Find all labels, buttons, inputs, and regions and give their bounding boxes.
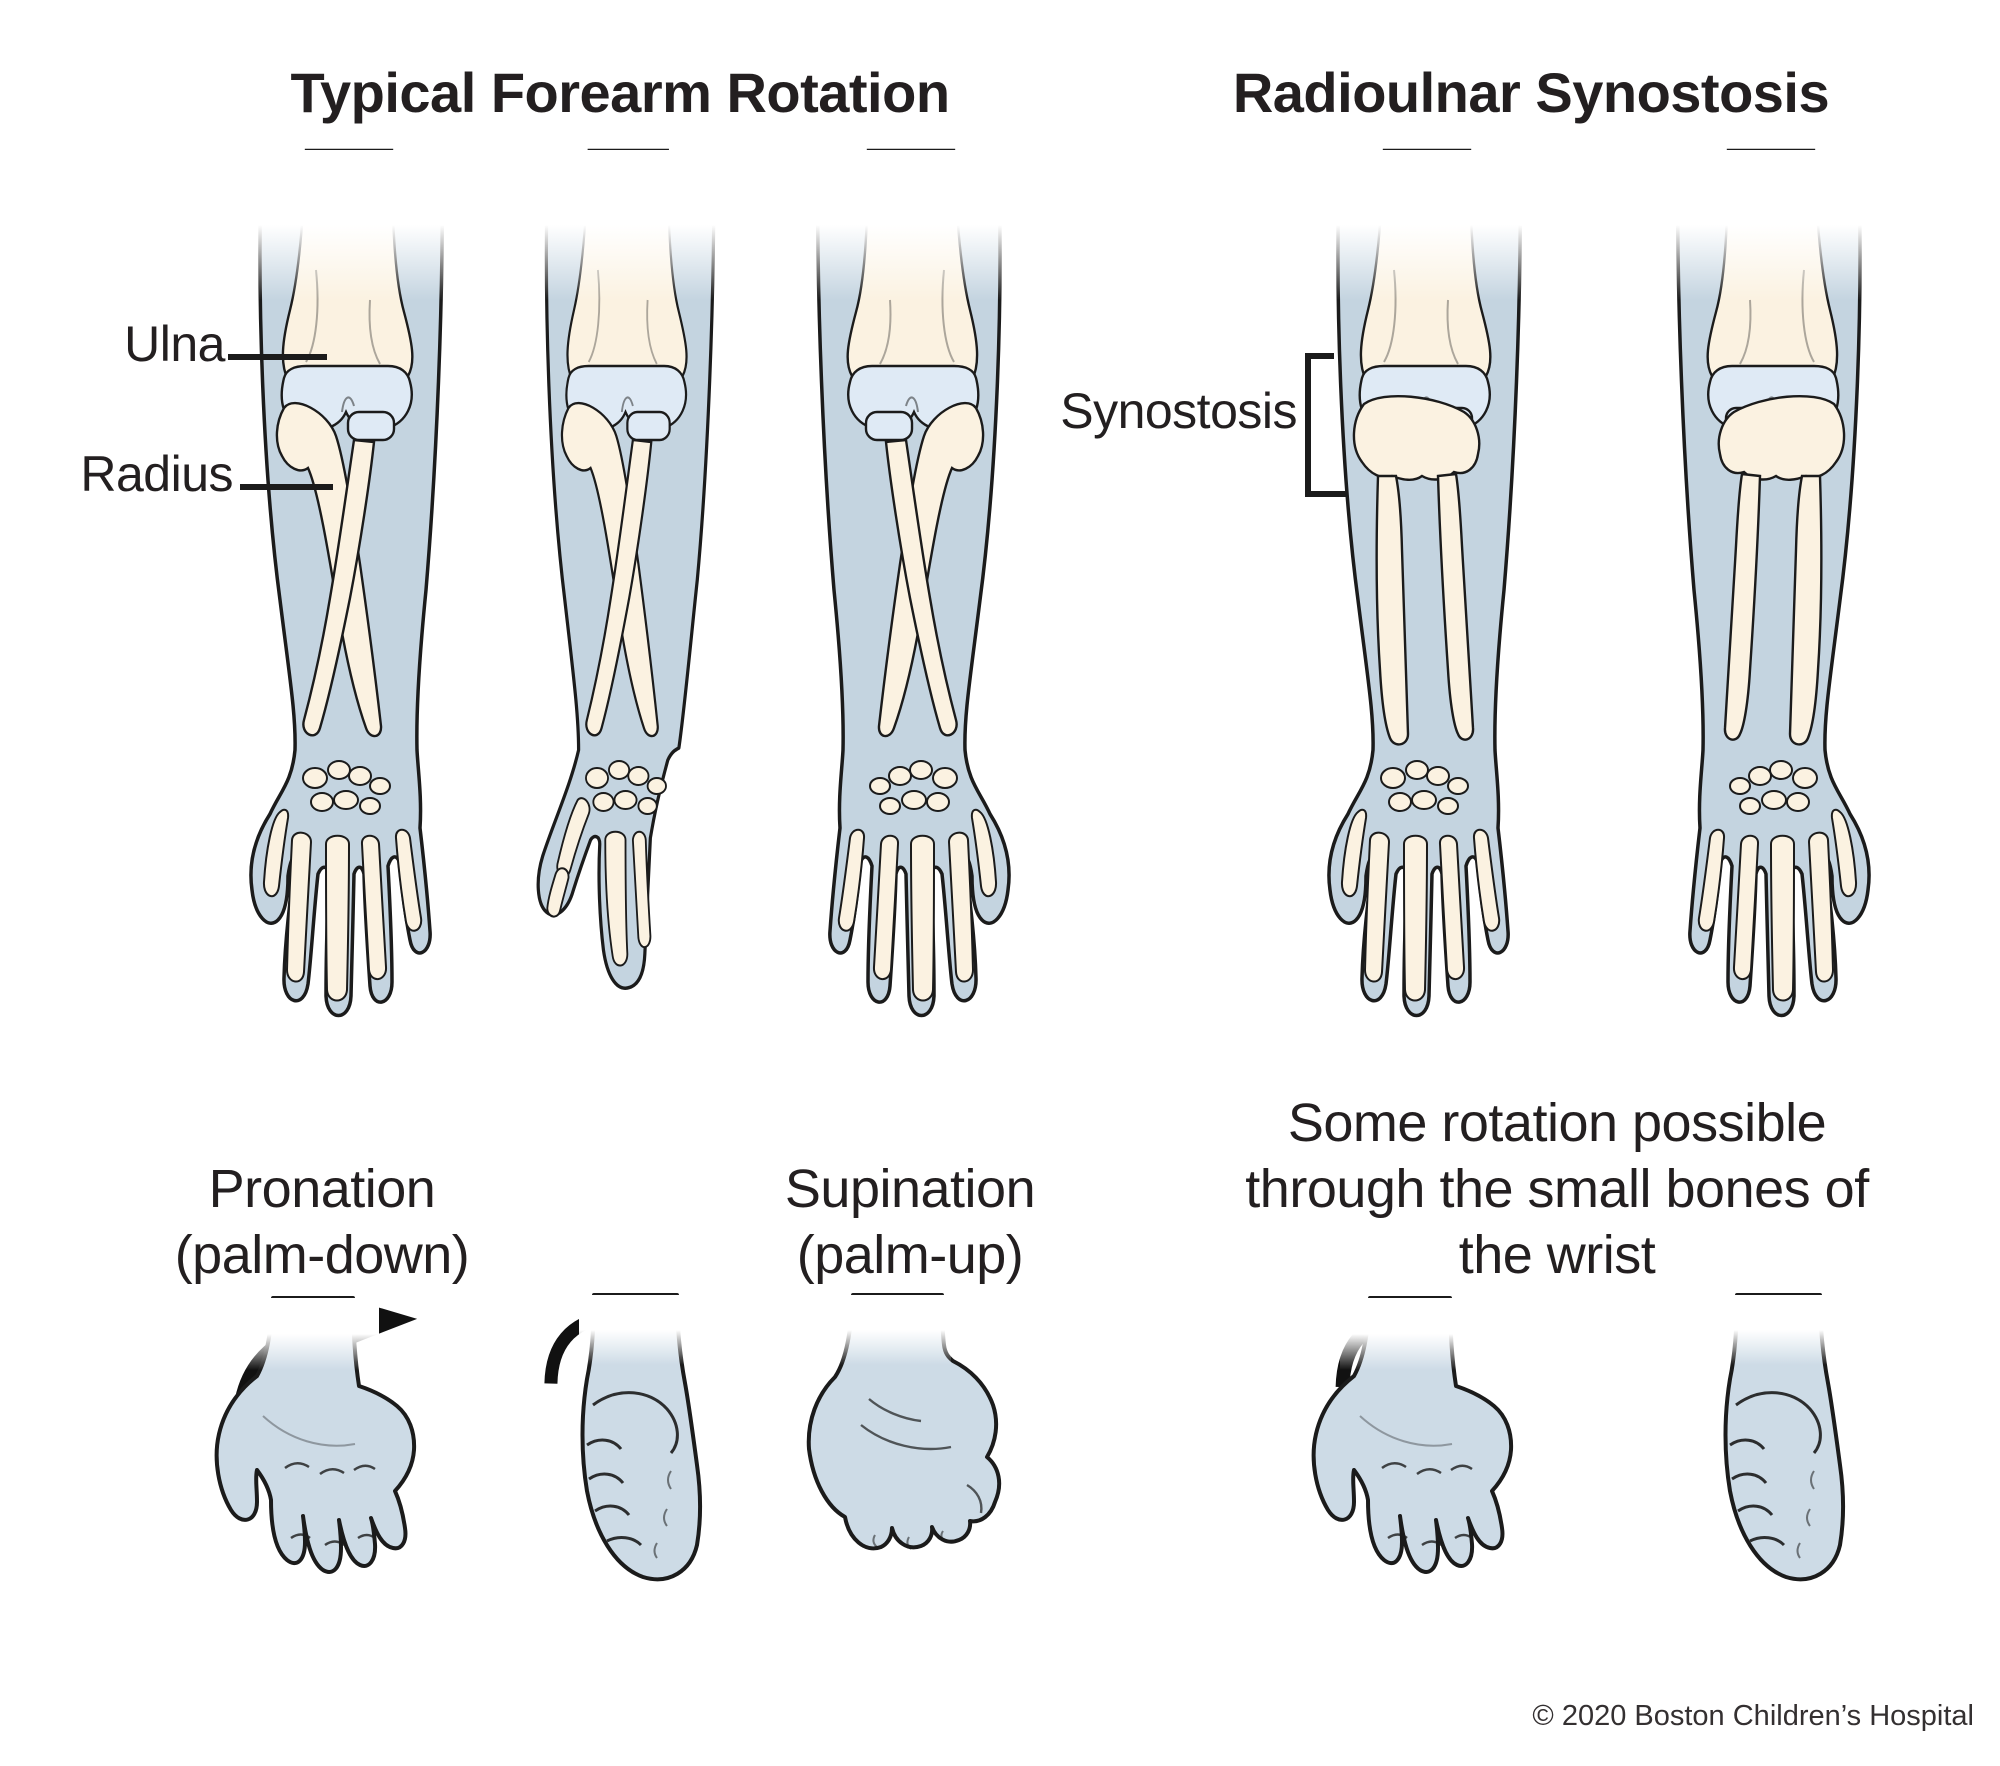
caption-rotation-note: Some rotation possible through the small… — [1177, 1090, 1937, 1288]
rotation-note-line1: Some rotation possible — [1287, 1093, 1827, 1153]
caption-pronation-line1: Pronation — [208, 1159, 436, 1219]
hand-mid-rotation-illustration — [577, 1293, 702, 1582]
synostosis-forearm-front-illustration — [1318, 150, 1538, 1016]
caption-pronation: Pronation (palm-down) — [122, 1156, 522, 1288]
caption-supination: Supination (palm-up) — [710, 1156, 1110, 1288]
synostosis-bracket — [1305, 353, 1346, 497]
forearm-mid-rotation-illustration — [528, 150, 730, 988]
label-radius: Radius — [80, 446, 233, 502]
hand-supinated-illustration — [806, 1293, 1002, 1551]
synostosis-hand-pronated-illustration — [1311, 1296, 1514, 1574]
hand-pronated-illustration — [214, 1296, 417, 1574]
label-ulna: Ulna — [124, 316, 225, 372]
synostosis-hand-partial-rotation-illustration — [1720, 1293, 1845, 1582]
rotation-note-line2: through the small bones of — [1245, 1159, 1869, 1219]
label-synostosis: Synostosis — [1060, 383, 1297, 439]
figure-title-typical-rotation: Typical Forearm Rotation — [290, 61, 950, 124]
rotation-note-line3: the wrist — [1458, 1225, 1656, 1285]
synostosis-forearm-back-illustration — [1660, 150, 1880, 1016]
figure-title-radioulnar-synostosis: Radioulnar Synostosis — [1232, 61, 1830, 124]
forearm-supinated-illustration — [240, 150, 460, 1016]
forearm-pronated-illustration — [800, 150, 1020, 1016]
caption-supination-line1: Supination — [784, 1159, 1036, 1219]
caption-supination-line2: (palm-up) — [796, 1225, 1024, 1285]
caption-pronation-line2: (palm-down) — [174, 1225, 470, 1285]
copyright-text: © 2020 Boston Children’s Hospital — [1532, 1700, 1974, 1732]
